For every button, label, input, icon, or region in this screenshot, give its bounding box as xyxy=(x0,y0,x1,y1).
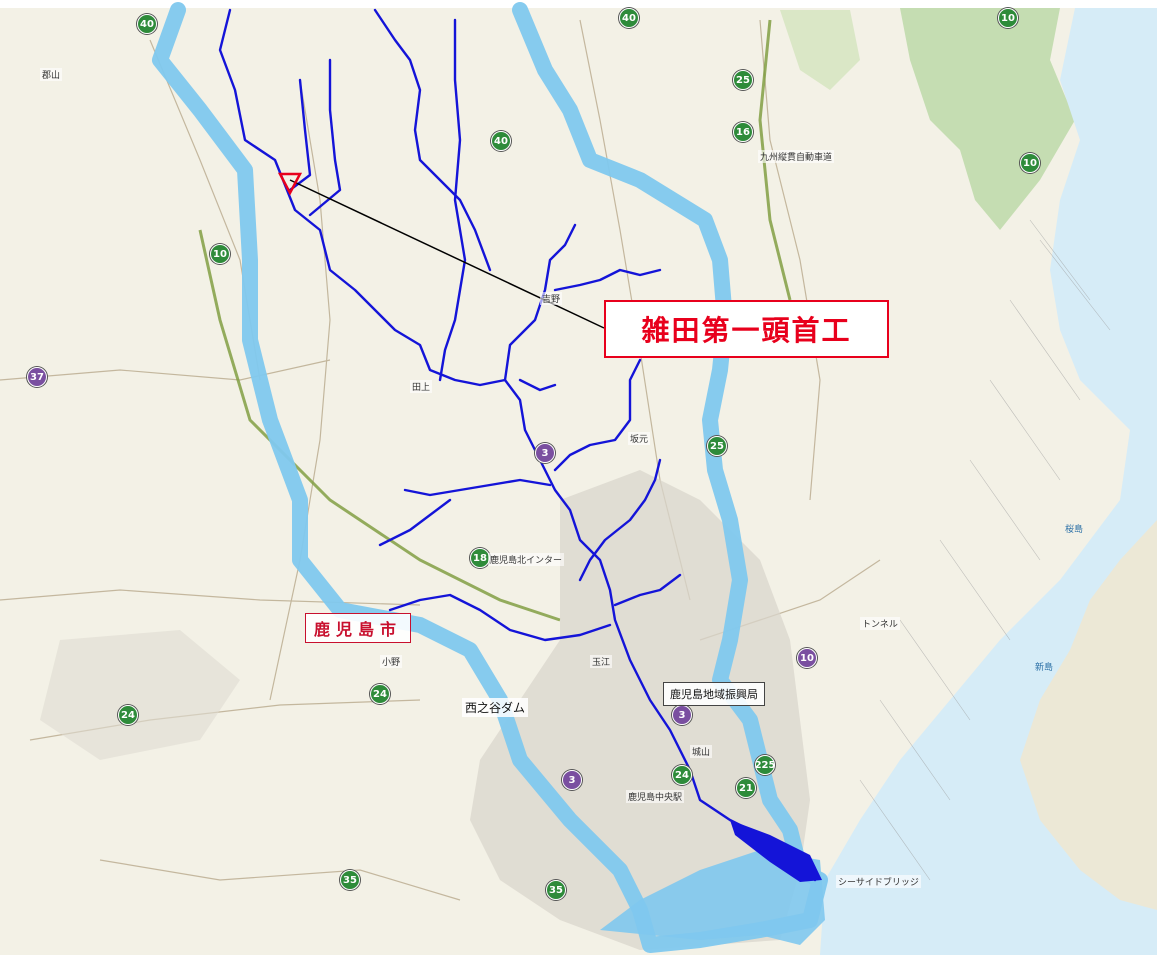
tunnel-label: トンネル xyxy=(860,617,900,630)
interchange-label: 鹿児島北インター xyxy=(488,553,565,566)
tributary xyxy=(578,458,662,582)
city-label: 鹿児島市 xyxy=(305,613,412,643)
river-network xyxy=(218,8,817,882)
route-shield: 35 xyxy=(546,880,566,900)
route-shield: 40 xyxy=(619,8,639,28)
town-label: 田上 xyxy=(410,380,433,393)
town-label: 郡山 xyxy=(40,68,63,81)
island-area xyxy=(1020,520,1157,910)
town-label: 小野 xyxy=(380,655,403,668)
route-shield: 3 xyxy=(672,705,692,725)
tributary xyxy=(553,358,642,472)
tributary xyxy=(553,268,662,292)
route-shield: 40 xyxy=(491,131,511,151)
expressway-line xyxy=(198,229,561,622)
hatched-zone xyxy=(859,219,1111,881)
sea-label: 桜島 xyxy=(1065,525,1084,535)
headworks-marker xyxy=(277,172,303,196)
tributary xyxy=(378,498,452,547)
route-shield: 24 xyxy=(118,705,138,725)
route-shield: 3 xyxy=(562,770,582,790)
tributary xyxy=(518,378,557,392)
route-shield: 225 xyxy=(755,755,775,775)
tributary xyxy=(403,478,552,497)
expressway-label: 九州縦貫自動車道 xyxy=(758,150,835,163)
town-label: 吉野 xyxy=(540,292,563,305)
bridge-label: シーサイドブリッジ xyxy=(836,875,921,888)
tributary xyxy=(373,8,492,272)
headworks-callout-label: 雑田第一頭首工 xyxy=(641,314,852,347)
route-shield: 18 xyxy=(470,548,490,568)
route-shield: 24 xyxy=(672,765,692,785)
route-shield: 37 xyxy=(27,367,47,387)
estuary-channel xyxy=(730,820,822,882)
tributary xyxy=(503,223,577,382)
urban-area-2 xyxy=(40,630,240,760)
estuary-area xyxy=(600,850,825,945)
town-label: 城山 xyxy=(690,745,713,758)
route-shield: 10 xyxy=(1020,153,1040,173)
route-shield: 40 xyxy=(137,14,157,34)
sea-label: 新島 xyxy=(1035,663,1054,673)
tributary xyxy=(288,78,312,192)
route-shield: 25 xyxy=(733,70,753,90)
route-shield: 10 xyxy=(998,8,1018,28)
regional-office-label: 鹿児島地域振興局 xyxy=(663,682,765,706)
route-shield: 24 xyxy=(370,684,390,704)
route-shield: 10 xyxy=(210,244,230,264)
route-shield: 3 xyxy=(535,443,555,463)
headworks-callout: 雑田第一頭首工 xyxy=(604,300,889,358)
mountain-area xyxy=(900,8,1075,230)
urban-area xyxy=(470,470,810,950)
route-shield: 35 xyxy=(340,870,360,890)
town-label: 玉江 xyxy=(590,655,613,668)
tributary xyxy=(438,18,467,382)
route-shield: 10 xyxy=(797,648,817,668)
route-shield: 16 xyxy=(733,122,753,142)
main-river xyxy=(218,8,817,882)
dam-label: 西之谷ダム xyxy=(462,698,529,717)
tributary xyxy=(613,573,682,607)
tributary xyxy=(388,593,612,642)
expressway-line-2 xyxy=(758,19,792,301)
town-label: 坂元 xyxy=(628,432,651,445)
route-shield: 21 xyxy=(736,778,756,798)
mountain-area-2 xyxy=(780,10,860,90)
route-shield: 25 xyxy=(707,436,727,456)
station-label: 鹿児島中央駅 xyxy=(626,790,685,803)
